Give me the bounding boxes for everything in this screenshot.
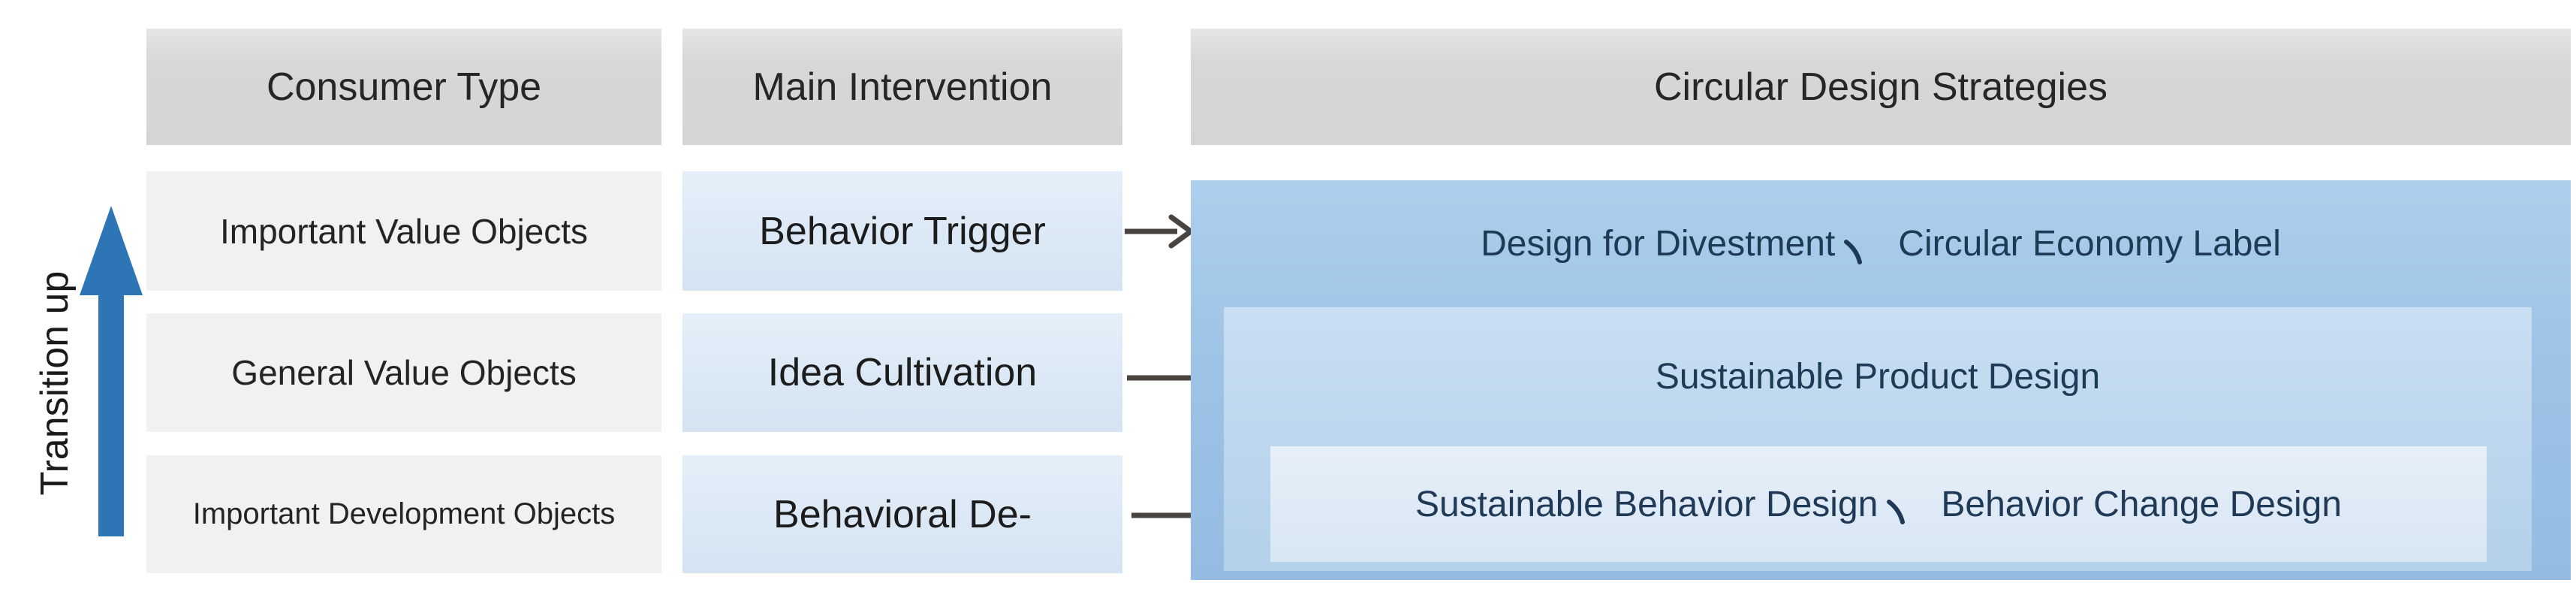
strategy-text: Design for Divestment: [1481, 224, 1836, 264]
strategy-text: Behavior Change Design: [1941, 484, 2343, 524]
strategy-text: Sustainable Behavior Design: [1415, 484, 1879, 524]
intervention-behavioral-de: Behavioral De-: [682, 455, 1122, 573]
strategy-row-2: Sustainable Product Design: [1224, 307, 2532, 446]
transition-up-arrow-icon: [80, 206, 143, 536]
strategy-text: Circular Economy Label: [1898, 224, 2281, 264]
intervention-idea-cultivation: Idea Cultivation: [682, 313, 1122, 432]
ideographic-comma-icon: [1887, 500, 1906, 524]
strategy-row-1: Design for Divestment Circular Economy L…: [1191, 180, 2571, 307]
header-consumer-type: Consumer Type: [146, 29, 661, 145]
header-main-intervention: Main Intervention: [682, 29, 1122, 145]
intervention-behavior-trigger: Behavior Trigger: [682, 171, 1122, 291]
consumer-type-general-value-objects: General Value Objects: [146, 313, 661, 432]
consumer-type-important-development-objects: Important Development Objects: [146, 455, 661, 573]
strategy-row-3: Sustainable Behavior Design Behavior Cha…: [1270, 446, 2487, 562]
transition-up-label: Transition up: [33, 270, 77, 496]
header-circular-design-strategies: Circular Design Strategies: [1191, 29, 2571, 145]
ideographic-comma-icon: [1844, 239, 1863, 264]
strategy-box-inner: [1270, 446, 2487, 562]
consumer-type-important-value-objects: Important Value Objects: [146, 171, 661, 291]
strategy-text: Sustainable Product Design: [1655, 357, 2101, 397]
flow-arrow-row1-icon: [1125, 214, 1194, 249]
